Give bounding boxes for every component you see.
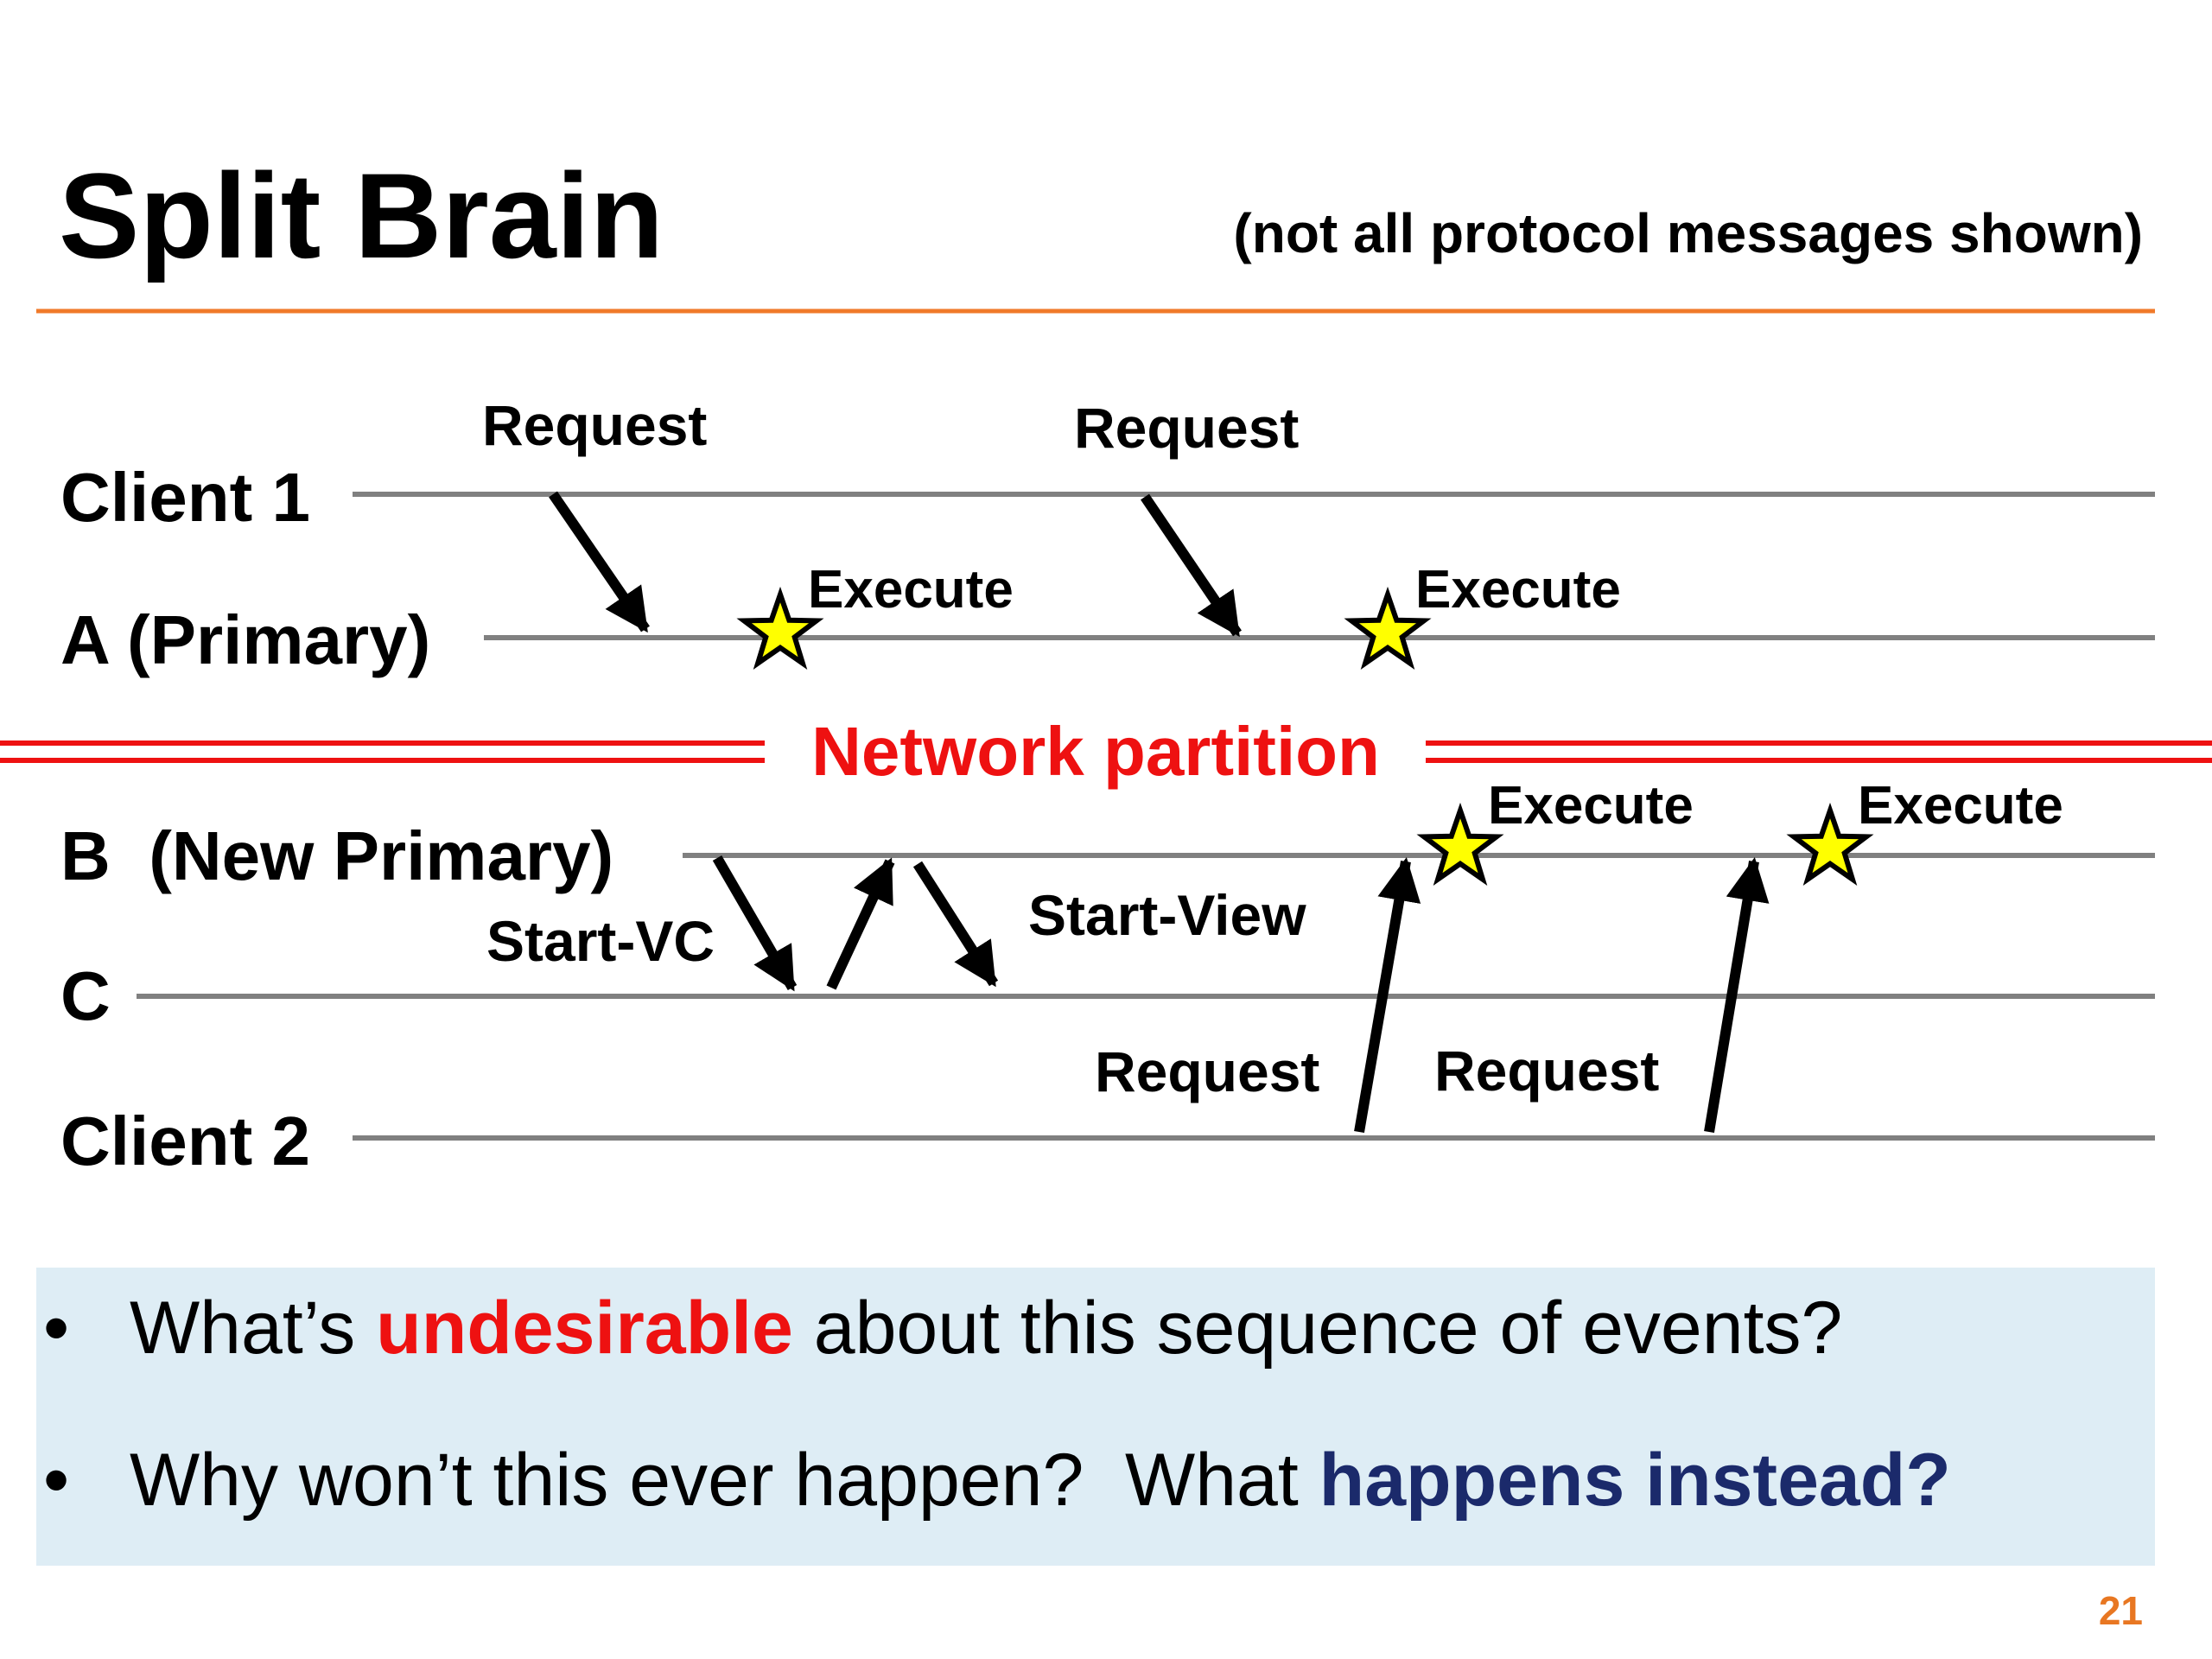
label-request-4: Request — [1434, 1039, 1659, 1103]
partition-label: Network partition — [811, 713, 1380, 790]
execute-star-a-1 — [736, 586, 824, 670]
lane-label-a: A (Primary) — [60, 601, 430, 678]
arrow-start-vc-reply — [826, 857, 895, 990]
label-execute-a-1: Execute — [808, 560, 1014, 620]
label-execute-b-1: Execute — [1488, 776, 1694, 836]
bullet-item-1: • What’s undesirable about this sequence… — [43, 1287, 1842, 1370]
label-execute-a-2: Execute — [1415, 560, 1621, 620]
bullet-item-2: • Why won’t this ever happen? What happe… — [43, 1439, 1951, 1522]
page-number: 21 — [2099, 1588, 2143, 1633]
bullet-2-text-before: Why won’t this ever happen? What — [130, 1439, 1319, 1522]
bullet-2-emphasis: happens instead? — [1319, 1439, 1951, 1522]
lane-label-client1: Client 1 — [60, 459, 310, 536]
page-title: Split Brain — [59, 148, 664, 283]
label-request-1: Request — [482, 393, 707, 457]
label-start-view: Start-View — [1028, 883, 1306, 947]
lane-label-b: B (New Primary) — [60, 817, 613, 894]
bullet-1-text-after: about this sequence of events? — [793, 1287, 1842, 1370]
execute-star-b-2 — [1786, 802, 1874, 886]
bullet-1-text-before: What’s — [130, 1287, 376, 1370]
bullet-1-emphasis: undesirable — [376, 1287, 793, 1370]
network-partition — [0, 741, 2212, 763]
execute-star-a-2 — [1344, 586, 1432, 670]
arrow-request-1 — [549, 491, 650, 633]
svg-text:Why won’t this ever happen? W: Why won’t this ever happen? What happens… — [130, 1439, 1951, 1522]
arrow-start-vc — [712, 855, 798, 992]
subtitle-note: (not all protocol messages shown) — [1233, 202, 2143, 264]
label-request-3: Request — [1095, 1039, 1319, 1103]
label-request-2: Request — [1074, 396, 1299, 460]
lane-label-client2: Client 2 — [60, 1103, 310, 1179]
arrow-request-3 — [1354, 857, 1421, 1134]
question-callout — [36, 1268, 2155, 1566]
arrow-request-4 — [1704, 857, 1770, 1133]
bullet-marker-1: • — [43, 1287, 69, 1370]
execute-star-b-1 — [1416, 802, 1504, 886]
bullet-marker-2: • — [43, 1439, 69, 1522]
arrow-request-2 — [1141, 493, 1242, 638]
label-execute-b-2: Execute — [1858, 776, 2063, 836]
label-start-vc: Start-VC — [486, 909, 715, 973]
svg-text:What’s undesirable about this: What’s undesirable about this sequence o… — [130, 1287, 1842, 1370]
lane-label-c: C — [60, 957, 111, 1034]
arrow-start-view — [912, 861, 999, 988]
